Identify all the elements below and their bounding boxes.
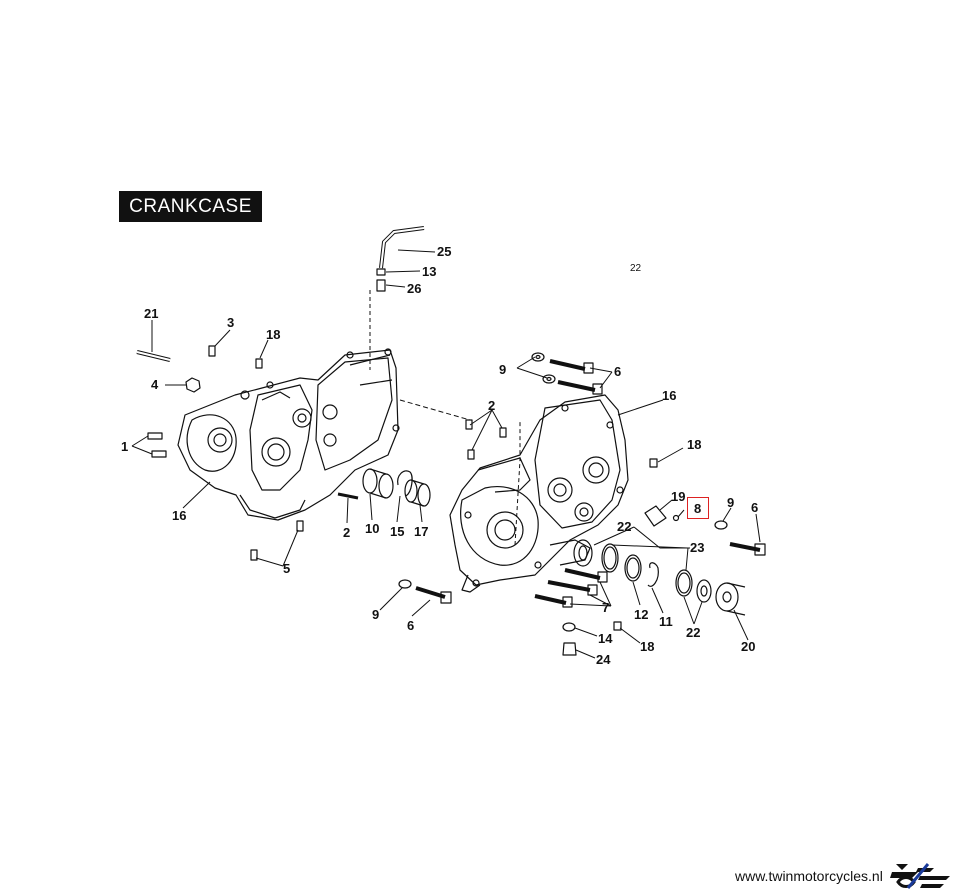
callout-6-right: 6 (751, 500, 758, 515)
callout-24: 24 (596, 652, 611, 667)
callout-5: 5 (283, 561, 290, 576)
callout-10: 10 (365, 521, 379, 536)
callout-16-left: 16 (172, 508, 186, 523)
callout-16-right: 16 (662, 388, 676, 403)
callout-26: 26 (407, 281, 421, 296)
breather-tube (379, 226, 425, 269)
callout-3: 3 (227, 315, 234, 330)
callout-2-right: 2 (488, 398, 495, 413)
callout-23: 23 (690, 540, 704, 555)
callout-1: 1 (121, 439, 128, 454)
callout-11: 11 (659, 614, 673, 629)
callout-18-left: 18 (266, 327, 280, 342)
callout-22-small: 22 (630, 263, 642, 274)
callout-13: 13 (422, 264, 436, 279)
callout-19: 19 (671, 489, 685, 504)
callout-20: 20 (741, 639, 755, 654)
highlight-box-part-8 (687, 497, 709, 519)
callout-9-top: 9 (499, 362, 506, 377)
callout-2-left: 2 (343, 525, 350, 540)
callout-12: 12 (634, 607, 648, 622)
callout-7: 7 (602, 600, 609, 615)
diagram-title: CRANKCASE (119, 191, 262, 222)
callout-22-top: 22 (617, 519, 631, 534)
callout-6-top: 6 (614, 364, 621, 379)
twin-motorcycles-logo (890, 863, 950, 889)
callout-17: 17 (414, 524, 428, 539)
callout-9-right: 9 (727, 495, 734, 510)
callout-4: 4 (151, 377, 159, 392)
callout-15: 15 (390, 524, 404, 539)
callout-18-bottom: 18 (640, 639, 654, 654)
callout-8: 8 (694, 501, 701, 516)
callout-22-bottom: 22 (686, 625, 700, 640)
callout-25: 25 (437, 244, 451, 259)
callout-14: 14 (598, 631, 613, 646)
callout-21: 21 (144, 306, 158, 321)
callout-6-bottom: 6 (407, 618, 414, 633)
callout-9-bottom: 9 (372, 607, 379, 622)
callout-18-right: 18 (687, 437, 701, 452)
left-crankcase-half (177, 348, 400, 521)
footer-url[interactable]: www.twinmotorcycles.nl (735, 868, 883, 884)
right-crankcase-half (449, 394, 629, 593)
